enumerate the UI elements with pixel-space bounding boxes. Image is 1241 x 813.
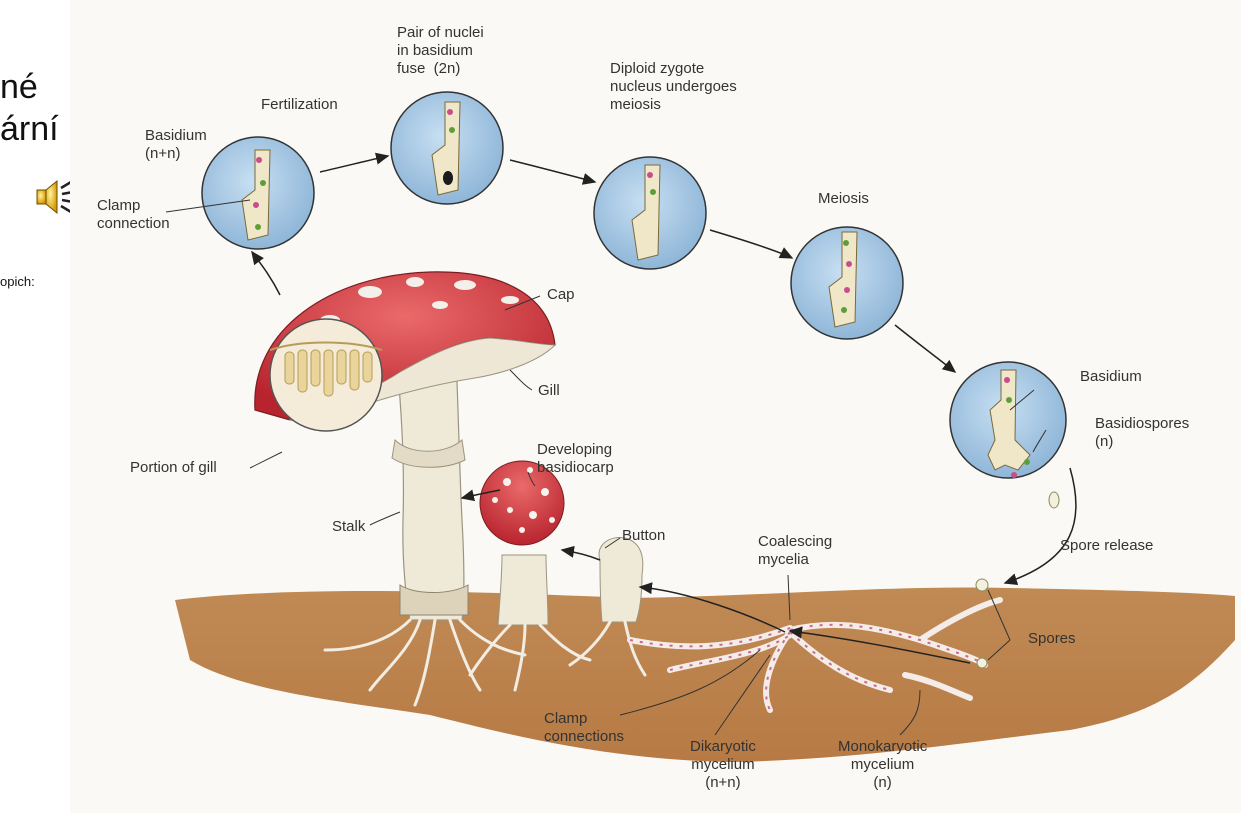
slide-title-line2: ární [0,110,59,149]
label-dikaryotic-mycelium: Dikaryotic mycelium (n+n) [690,738,756,792]
label-portion-of-gill: Portion of gill [130,459,217,477]
label-basidiospores: Basidiospores (n) [1095,415,1189,451]
label-stalk: Stalk [332,518,365,536]
label-coalescing-mycelia: Coalescing mycelia [758,533,832,569]
mushroom-life-cycle-diagram: Basidium (n+n) Fertilization Pair of nuc… [70,0,1241,813]
button-mushroom [599,537,643,622]
label-meiosis: Meiosis [818,190,869,208]
label-diploid-zygote: Diploid zygote nucleus undergoes meiosis [610,60,737,114]
label-nuclei-fuse: Pair of nuclei in basidium fuse (2n) [397,24,484,78]
stage-circle-fuse [391,92,503,204]
speaker-icon[interactable] [33,176,75,218]
label-button: Button [622,527,665,545]
label-clamp-connection: Clamp connection [97,197,170,233]
label-gill: Gill [538,382,560,400]
label-monokaryotic-mycelium: Monokaryotic mycelium (n) [838,738,927,792]
label-developing-basidiocarp: Developing basidiocarp [537,441,614,477]
developing-basidiocarp-stalk [498,555,548,625]
stage-circle-basidium [202,137,314,249]
stage-circle-zygote [594,157,706,269]
diagram-artwork [70,0,1241,813]
label-basidium: Basidium [1080,368,1142,386]
label-spores: Spores [1028,630,1076,648]
label-cap: Cap [547,286,575,304]
slide-small-text: opich: [0,274,35,289]
label-clamp-connections: Clamp connections [544,710,624,746]
label-fertilization: Fertilization [261,96,338,114]
stage-circle-basidiospores [950,362,1066,478]
label-spore-release: Spore release [1060,537,1153,555]
label-basidium-nn: Basidium (n+n) [145,127,207,163]
stage-circle-meiosis [791,227,903,339]
slide-title-line1: né [0,68,38,107]
